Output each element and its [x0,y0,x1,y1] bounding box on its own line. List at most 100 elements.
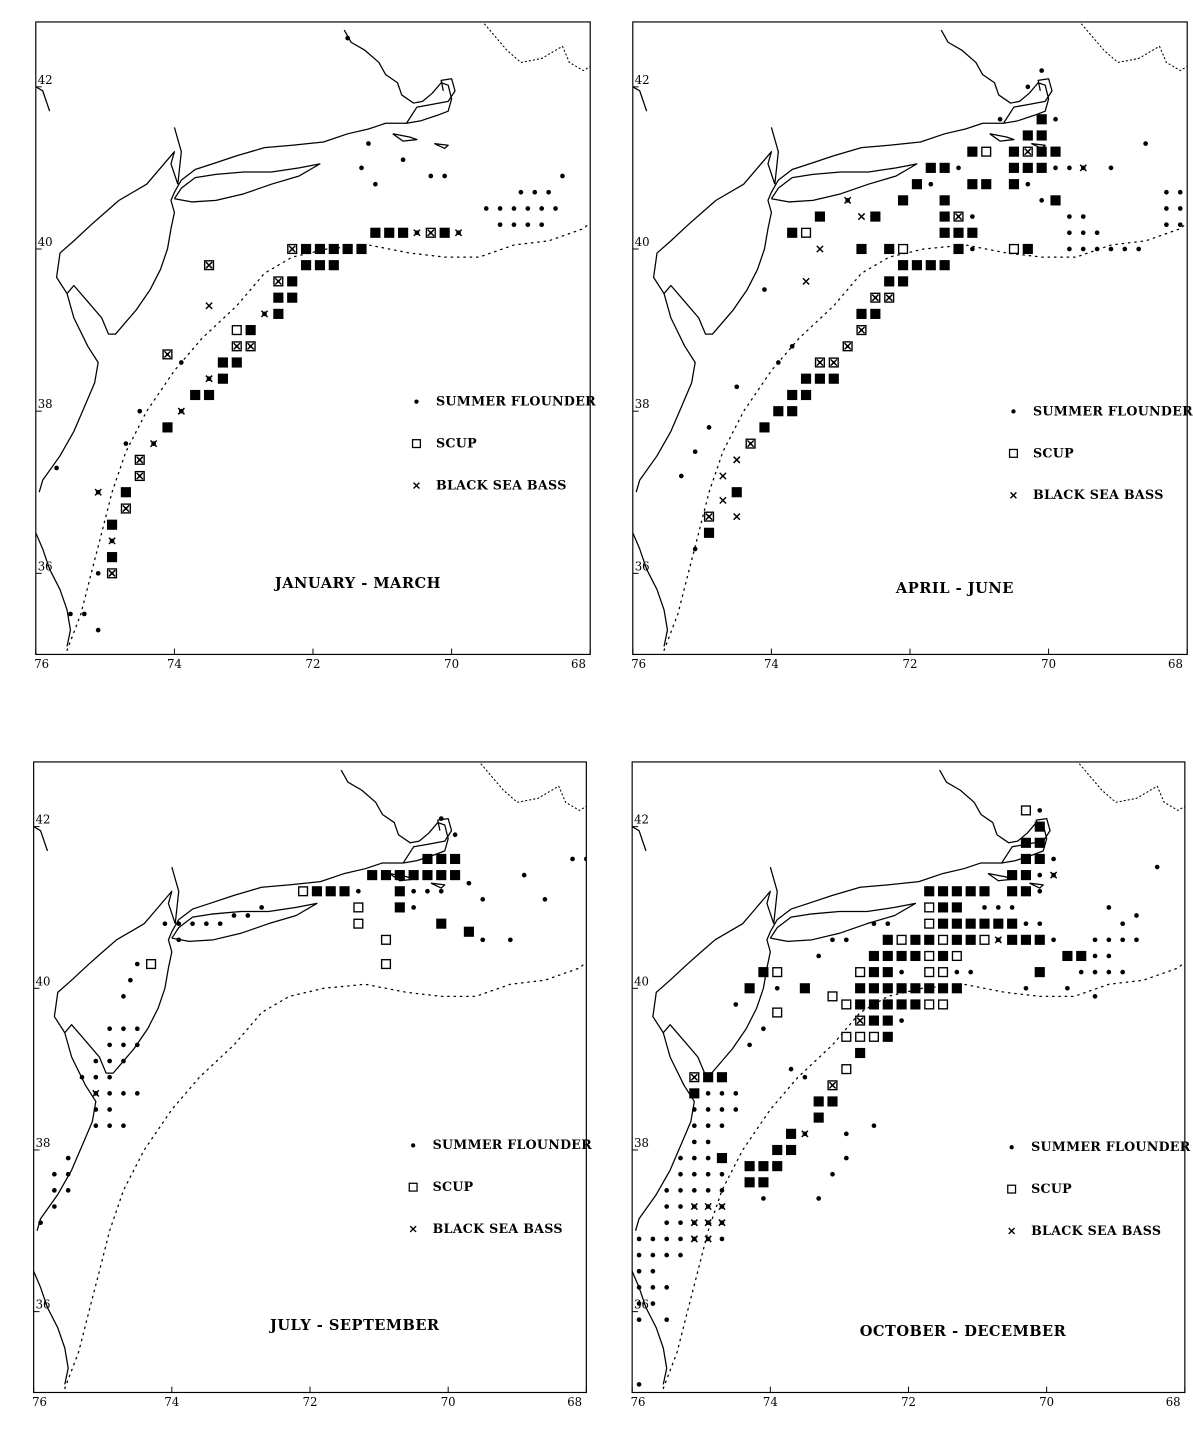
summer-flounder-marker [650,1236,656,1242]
summer-flounder-marker [521,872,527,878]
summer-flounder-marker [678,1236,683,1242]
summer-flounder-marker [705,1107,711,1112]
scup-marker [1022,162,1033,173]
scup-marker [924,918,935,929]
summer-flounder-marker [719,1107,725,1112]
summer-flounder-marker [636,1301,642,1306]
lat-tick-label: 38 [36,1136,51,1150]
summer-flounder-marker [262,311,267,317]
summer-flounder-marker [107,1026,112,1032]
lon-tick-label: 74 [763,1395,778,1409]
scup-marker [758,967,769,978]
summer-flounder-marker [245,913,251,918]
scup-marker [870,211,881,222]
lat-tick-label: 42 [635,73,650,87]
summer-flounder-marker [525,206,531,211]
scup-marker [703,1072,714,1083]
summer-flounder-marker [107,1042,112,1048]
black-sea-bass-marker [719,472,727,480]
coastline-south [33,1270,69,1385]
summer-flounder-marker [843,937,849,943]
scup-marker [979,934,990,945]
summer-flounder-marker [1134,937,1139,943]
lon-tick-label: 68 [567,1395,582,1409]
scup-marker [217,357,228,368]
long-island [769,902,917,943]
summer-flounder-marker [1120,921,1126,927]
scup-marker [689,1088,700,1099]
scup-marker [882,1031,893,1042]
summer-flounder-marker [52,1204,57,1209]
summer-flounder-marker [845,198,850,203]
summer-flounder-marker [873,296,877,300]
summer-flounder-marker [970,214,975,219]
summer-flounder-marker [1136,246,1142,252]
summer-flounder-marker [705,1204,711,1209]
summer-flounder-marker [749,442,753,446]
summer-flounder-marker [705,1139,711,1145]
hudson-river [770,127,779,185]
summer-flounder-marker [121,1026,126,1032]
summer-flounder-marker [650,1268,656,1274]
coastline [36,769,449,1231]
island-2 [430,882,446,889]
scup-marker [925,162,936,173]
scup-marker [106,552,118,563]
island-1 [392,133,418,142]
summer-flounder-marker [65,1155,71,1161]
scup-marker [1007,934,1018,945]
scup-marker [772,1007,783,1018]
summer-flounder-marker [678,1155,683,1161]
scup-marker [1020,886,1032,897]
summer-flounder-marker [249,344,253,348]
coastline [38,29,453,493]
summer-flounder-marker [366,141,371,146]
legend-cross-icon [409,1225,417,1233]
station-symbols [678,68,1183,552]
summer-flounder-marker [734,384,740,390]
summer-flounder-marker [678,1220,683,1226]
summer-flounder-marker [1080,214,1086,219]
scup-marker [882,967,893,978]
summer-flounder-marker [816,953,822,959]
scup-marker [924,999,935,1010]
summer-flounder-marker [1080,246,1086,252]
summer-flounder-marker [518,189,524,195]
scup-marker [951,950,962,962]
summer-flounder-marker [719,1204,725,1209]
lat-tick-label: 36 [36,1298,51,1312]
summer-flounder-marker [705,1091,711,1096]
summer-flounder-marker [217,921,223,927]
summer-flounder-marker [497,206,503,211]
scup-marker [716,1153,728,1164]
summer-flounder-marker [843,1155,849,1161]
long-island [171,902,318,943]
summer-flounder-marker [733,1002,739,1007]
summer-flounder-marker [664,1188,670,1193]
summer-flounder-marker [525,222,531,228]
summer-flounder-marker [1106,969,1112,975]
scup-marker [951,934,962,945]
lat-tick-label: 38 [634,1136,649,1150]
summer-flounder-marker [128,977,133,983]
lon-tick-label: 76 [32,1395,47,1409]
lon-tick-label: 70 [441,1395,456,1409]
black-sea-bass-marker [205,302,213,310]
summer-flounder-marker [121,1091,126,1096]
summer-flounder-marker [707,515,711,519]
scup-marker [162,422,173,433]
scup-marker [882,950,893,962]
summer-flounder-marker [705,1123,711,1129]
coastline-south [35,532,72,647]
scup-marker [744,1177,755,1188]
lon-tick-label: 68 [1168,657,1183,671]
lon-tick-label: 72 [303,1395,318,1409]
summer-flounder-marker [1039,198,1045,203]
summer-flounder-marker [54,465,59,471]
summer-flounder-marker [636,1252,642,1258]
summer-flounder-marker [359,165,364,171]
coastline-inland [632,86,648,112]
summer-flounder-marker [259,905,264,910]
map-content [632,21,1188,651]
